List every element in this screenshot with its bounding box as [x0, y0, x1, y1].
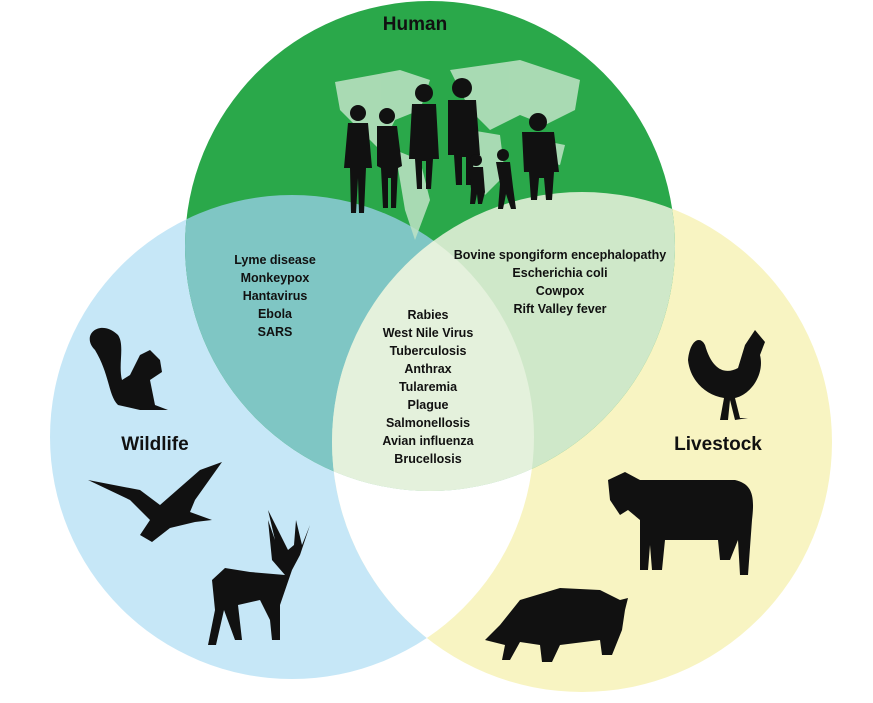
disease-label: Tularemia — [399, 380, 458, 394]
disease-label: Plague — [408, 398, 449, 412]
livestock-title: Livestock — [674, 434, 762, 455]
disease-label: Escherichia coli — [512, 266, 607, 280]
people-silhouette-icon — [344, 78, 559, 213]
pig-icon — [485, 588, 628, 662]
human-title: Human — [383, 14, 447, 35]
disease-label: Avian influenza — [382, 434, 474, 448]
shared-diseases: Rabies West Nile Virus Tuberculosis Anth… — [382, 308, 474, 466]
bird-icon — [88, 462, 222, 542]
disease-label: Rift Valley fever — [513, 302, 606, 316]
disease-label: Brucellosis — [394, 452, 461, 466]
disease-label: Anthrax — [404, 362, 451, 376]
center-overlap — [332, 195, 534, 491]
disease-label: Bovine spongiform encephalopathy — [454, 248, 667, 262]
cow-icon — [608, 472, 754, 575]
disease-label: SARS — [258, 325, 293, 339]
rooster-icon — [688, 330, 765, 420]
disease-label: Cowpox — [536, 284, 585, 298]
disease-label: Lyme disease — [234, 253, 316, 267]
human-livestock-diseases: Bovine spongiform encephalopathy Escheri… — [454, 248, 667, 316]
disease-label: Monkeypox — [241, 271, 310, 285]
disease-label: West Nile Virus — [383, 326, 474, 340]
disease-label: Salmonellosis — [386, 416, 470, 430]
squirrel-icon — [89, 327, 168, 410]
human-wildlife-diseases: Lyme disease Monkeypox Hantavirus Ebola … — [234, 253, 316, 339]
deer-icon — [208, 510, 310, 645]
wildlife-title: Wildlife — [121, 434, 188, 455]
disease-label: Tuberculosis — [390, 344, 467, 358]
disease-label: Rabies — [408, 308, 449, 322]
disease-label: Hantavirus — [243, 289, 308, 303]
disease-label: Ebola — [258, 307, 293, 321]
